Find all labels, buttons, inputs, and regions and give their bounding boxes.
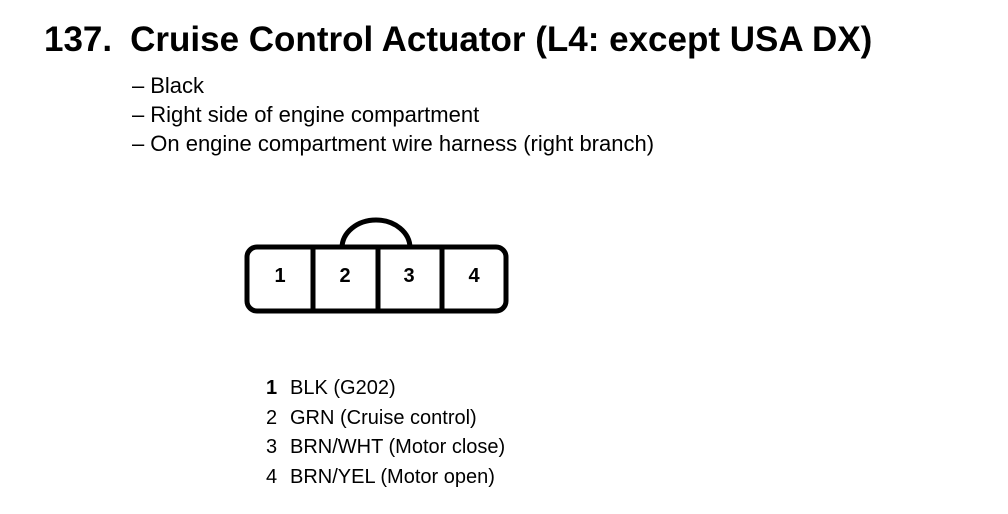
pinout-row: 4 BRN/YEL (Motor open) <box>266 463 505 493</box>
dash: – <box>132 73 145 98</box>
detail-harness: –On engine compartment wire harness (rig… <box>132 129 654 158</box>
detail-color: –Black <box>132 71 654 100</box>
detail-location: –Right side of engine compartment <box>132 100 654 129</box>
dash: – <box>132 102 145 127</box>
pin-number: 4 <box>266 465 278 488</box>
wire-description: BRN/YEL (Motor open) <box>290 465 495 488</box>
detail-text: On engine compartment wire harness (righ… <box>150 131 655 156</box>
jumper-loop <box>339 217 413 249</box>
component-number: 137. <box>44 20 113 59</box>
page-title: 137. Cruise Control Actuator (L4: except … <box>44 18 872 62</box>
connector-diagram: 1 2 3 4 <box>244 217 509 314</box>
dash: – <box>132 131 145 156</box>
detail-text: Black <box>150 73 205 98</box>
cavity-3-label: 3 <box>403 265 414 287</box>
pin-number: 2 <box>266 406 278 429</box>
wire-description: BRN/WHT (Motor close) <box>290 436 506 458</box>
cavity-2-label: 2 <box>339 265 350 287</box>
cavity-4-label: 4 <box>468 265 480 287</box>
pin-number: 3 <box>266 436 278 458</box>
pinout-row: 1 BLK (G202) <box>266 374 505 404</box>
cavity-1-label: 1 <box>274 265 285 287</box>
wire-description: BLK (G202) <box>290 377 396 399</box>
detail-text: Right side of engine compartment <box>150 102 480 127</box>
pin-number: 1 <box>266 377 278 399</box>
wire-description: GRN (Cruise control) <box>290 406 477 429</box>
pinout-row: 3 BRN/WHT (Motor close) <box>266 433 505 463</box>
pinout-row: 2 GRN (Cruise control) <box>266 404 505 434</box>
component-name: Cruise Control Actuator (L4: except USA … <box>130 20 873 59</box>
location-details: –Black –Right side of engine compartment… <box>132 71 654 158</box>
pinout-list: 1 BLK (G202) 2 GRN (Cruise control) 3 BRN/W… <box>266 374 505 492</box>
